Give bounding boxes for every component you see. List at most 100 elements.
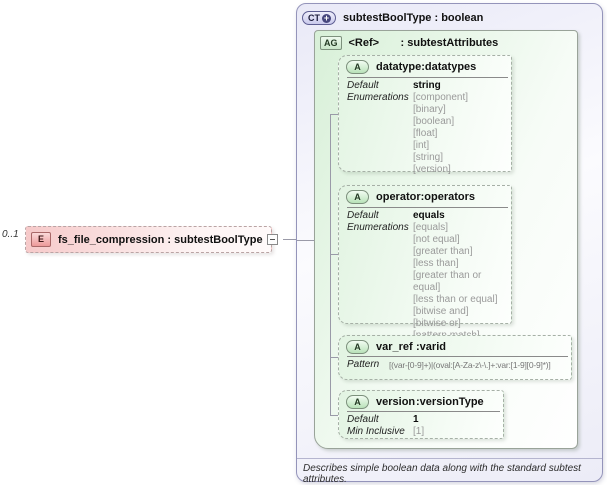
attribute-facets: Default 1 Min Inclusive [1] [339,412,503,440]
multiplicity-label: 0..1 [2,229,19,240]
attribute-group-header[interactable]: AG <Ref> : subtestAttributes [315,31,577,50]
facet-label: Min Inclusive [347,426,405,437]
attribute-title: A operator : operators [339,188,511,207]
enum-value: [version] [413,164,451,175]
attribute-icon: A [346,60,369,74]
attribute-node-version[interactable]: A version : versionType Default 1 Min In… [338,390,504,439]
facet-row: Default 1 [347,414,499,426]
enum-list: [equals][not equal][greater than][less t… [413,222,507,342]
minus-icon [270,239,275,240]
enum-value: [binary] [413,104,446,115]
attribute-facets: Default equals Enumerations [equals][not… [339,208,511,344]
colon-separator: : [420,191,425,203]
facet-value: string [413,80,441,91]
ct-badge-label: CT [308,13,320,23]
element-name: fs_file_compression [58,233,165,246]
enum-value: [greater than] [413,246,473,257]
attribute-type: operators [424,191,476,203]
connector-line [283,239,297,240]
facet-label: Pattern [347,359,380,370]
element-node-fs-file-compression[interactable]: E fs_file_compression : subtestBoolType [25,226,272,253]
facet-row: Default equals [347,210,507,222]
colon-separator: : [164,233,175,246]
enum-value: [string] [413,152,444,163]
facet-label: Enumerations [347,92,409,103]
attribute-icon: A [346,190,369,204]
attribute-node-var-ref[interactable]: A var_ref : varid Pattern [(var-[0-9]+)|… [338,335,572,380]
attribute-icon: A [346,340,369,354]
colon-separator: : [416,396,420,408]
connector-line [331,357,339,358]
enum-value: [not equal] [413,234,460,245]
enum-value: [greater than or equal] [413,270,482,293]
connector-line [331,415,339,416]
enum-value: [equals] [413,222,449,233]
facet-value: [1] [413,426,425,437]
enum-value: [less than] [413,258,459,269]
facet-label: Enumerations [347,222,409,233]
facet-value: [(var-[0-9]+)|(oval:[A-Za-z\-\.]+:var:[1… [389,360,551,370]
facet-value: 1 [413,414,419,425]
attribute-name: operator [376,191,421,203]
attribute-title: A datatype : datatypes [339,58,511,77]
facet-row: Min Inclusive [1] [347,426,499,438]
expand-icon[interactable]: + [322,12,331,23]
divider [347,411,500,412]
complex-type-title: subtestBoolType : boolean [343,12,483,24]
attribute-type: datatypes [424,61,477,73]
element-icon: E [31,232,51,247]
attribute-node-operator[interactable]: A operator : operators Default equals En… [338,185,512,341]
complex-type-icon: CT+ [302,11,336,25]
element-label: fs_file_compression : subtestBoolType [58,234,263,246]
facet-row: Pattern [(var-[0-9]+)|(oval:[A-Za-z\-\.]… [347,359,567,372]
enum-value: [bitwise and] [413,306,469,317]
colon-separator: : [416,341,420,353]
element-type: subtestBoolType [174,233,263,246]
attribute-node-datatype[interactable]: A datatype : datatypes Default string En… [338,55,512,175]
attribute-icon: A [346,395,369,409]
enum-value: [boolean] [413,116,455,127]
attribute-group-ref: <Ref> [348,37,380,49]
attribute-facets: Pattern [(var-[0-9]+)|(oval:[A-Za-z\-\.]… [339,357,571,374]
enum-value: [less than or equal] [413,294,498,305]
facet-value: equals [413,210,445,221]
attribute-title: A version : versionType [339,393,503,411]
attribute-group-icon: AG [320,36,342,50]
footer-description: Describes simple boolean data along with… [297,458,602,485]
enum-list: [component][binary][boolean][float][int]… [413,92,468,176]
enum-value: [int] [413,140,430,151]
complex-type-name: subtestBoolType [343,12,432,24]
facet-label: Default [347,210,379,221]
attribute-name: version [376,396,416,408]
connector-line [330,114,331,416]
attribute-type: versionType [419,396,484,408]
divider [347,356,568,357]
divider [347,77,508,78]
divider [347,207,508,208]
enum-value: [float] [413,128,438,139]
attribute-title: A var_ref : varid [339,338,571,356]
facet-label: Default [347,80,379,91]
facet-row: Enumerations [component][binary][boolean… [347,92,507,176]
colon-separator: : [431,12,442,24]
facet-label: Default [347,414,379,425]
facet-row: Default string [347,80,507,92]
attribute-group-type: : subtestAttributes [401,37,499,49]
collapse-toggle[interactable] [267,234,278,245]
attribute-name: var_ref [376,341,413,353]
facet-row: Enumerations [equals][not equal][greater… [347,222,507,342]
attribute-group-type-name: subtestAttributes [407,37,499,49]
complex-type-header[interactable]: CT+ subtestBoolType : boolean [297,4,602,27]
enum-value: [component] [413,92,469,103]
complex-type-base: boolean [441,12,484,24]
colon-separator: : [421,61,425,73]
attribute-group-node[interactable]: AG <Ref> : subtestAttributes A datatype … [314,30,578,449]
connector-line [331,254,339,255]
attribute-type: varid [419,341,446,353]
connector-line [297,240,329,241]
enum-value: [bitwise or] [413,318,461,329]
attribute-name: datatype [376,61,422,73]
complex-type-node[interactable]: CT+ subtestBoolType : boolean AG <Ref> :… [296,3,603,485]
attribute-facets: Default string Enumerations [component][… [339,78,511,178]
